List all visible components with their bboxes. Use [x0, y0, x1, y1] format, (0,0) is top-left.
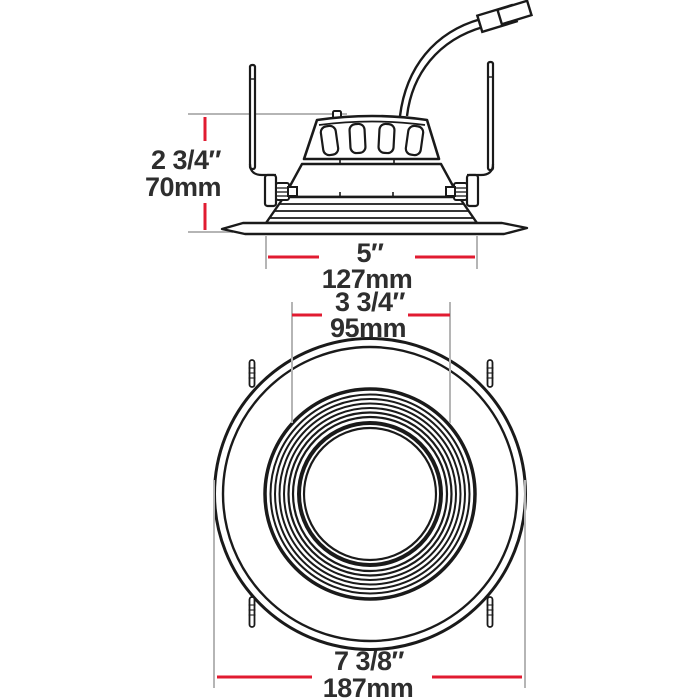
clip-tab-bottom-left: [248, 596, 256, 628]
width-dim-metric-label: 127mm: [322, 264, 413, 294]
clip-tabs: [248, 359, 494, 628]
baffle-extension-lines: [291, 302, 451, 423]
led-driver-housing: [302, 114, 441, 161]
mounting-spring-left: [248, 63, 276, 177]
width-dim-imperial-label: 5″: [357, 238, 385, 268]
friction-clip-right: [445, 173, 480, 208]
clip-tab-top-left: [248, 359, 256, 388]
flange-dim-metric-label: 187mm: [323, 673, 414, 700]
width-extension-lines: [265, 236, 478, 269]
height-dim-metric-label: 70mm: [145, 172, 221, 202]
trim-cone: [282, 159, 461, 199]
side-view: 2 3/4″ 70mm 5″ 127mm: [145, 0, 534, 294]
lens-opening: [297, 421, 443, 567]
mounting-spring-right: [467, 60, 495, 177]
baffle-dim-metric-label: 95mm: [330, 313, 406, 343]
flange-dim-imperial-label: 7 3/8″: [334, 646, 405, 676]
clip-tab-bottom-right: [486, 596, 494, 628]
baffle-rings: [263, 387, 477, 601]
front-view: 3 3/4″ 95mm 7 3/8″ 187mm: [213, 287, 527, 700]
height-extension-lines: [188, 113, 347, 233]
quick-connector-icon: [475, 0, 534, 34]
flange-extension-lines: [213, 480, 526, 688]
heatsink-fin-slots: [319, 122, 425, 157]
trim-flange-side: [220, 221, 529, 236]
trim-ring: [213, 337, 527, 651]
supply-wire: [398, 17, 484, 117]
clip-tab-top-right: [486, 359, 494, 388]
friction-clip-left: [263, 173, 298, 208]
baffle-dim-imperial-label: 3 3/4″: [335, 287, 406, 317]
height-dim-imperial-label: 2 3/4″: [151, 145, 222, 175]
baffle-steps: [264, 195, 479, 225]
